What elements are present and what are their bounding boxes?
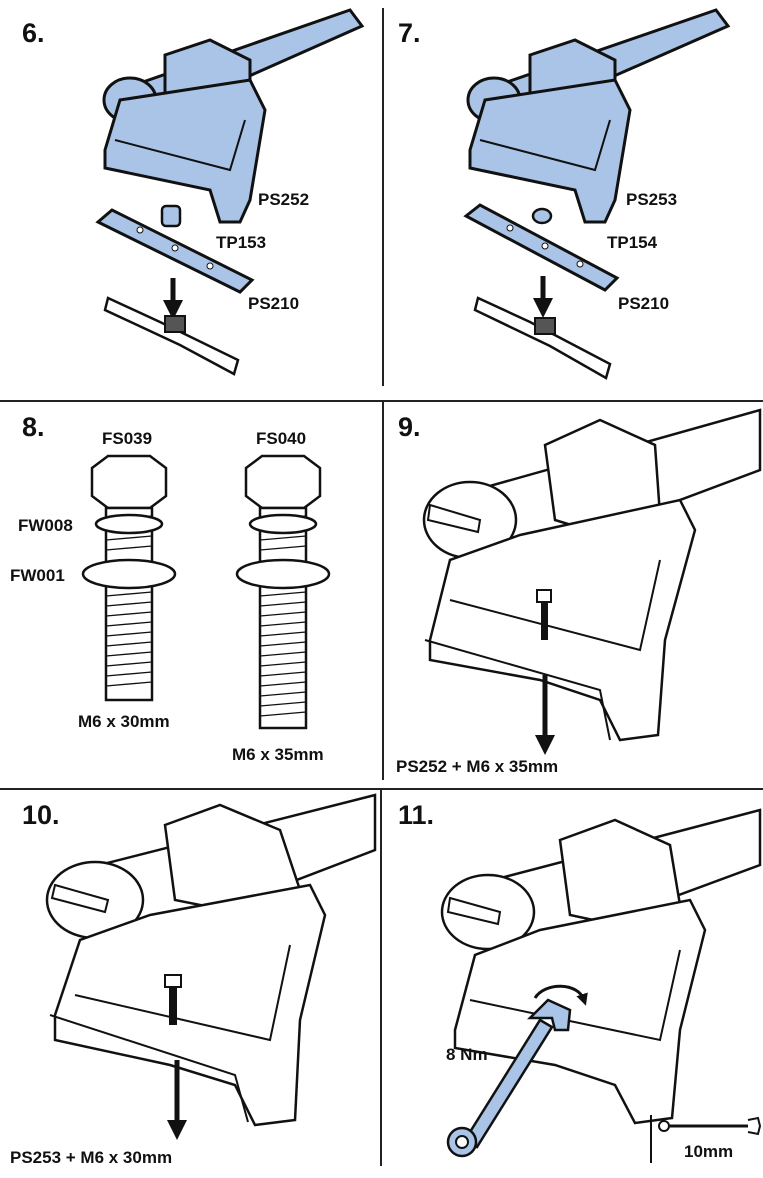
part-label-ps210: PS210 (248, 294, 300, 313)
adapter-plate-icon (95, 208, 255, 294)
small-spanner-icon (658, 1116, 762, 1136)
bolt-icon (536, 589, 552, 640)
step10-caption: PS253 + M6 x 30mm (10, 1148, 173, 1167)
step-number-6: 6. (22, 18, 45, 48)
size-label-35mm: M6 x 35mm (232, 745, 324, 764)
foot-pack-icon (468, 78, 632, 224)
step8-illustration (81, 454, 331, 730)
washer-label-fw001: FW001 (10, 566, 65, 585)
strap-clamp-icon (473, 296, 612, 380)
washer-label-fw008: FW008 (18, 516, 73, 535)
divider-vertical-bottom (380, 790, 382, 1166)
foot-pack-icon (424, 498, 697, 742)
step6-illustration (95, 8, 365, 376)
step11-illustration (440, 808, 762, 1163)
step-number-9: 9. (398, 412, 421, 442)
bolt-icon (164, 974, 182, 1025)
spanner-icon (446, 998, 572, 1158)
step-number-7: 7. (398, 18, 421, 48)
roof-bar-icon (45, 793, 377, 942)
step9-illustration (422, 408, 762, 755)
step-number-10: 10. (22, 800, 60, 830)
divider-horizontal-2 (0, 788, 763, 790)
spacer-icon (531, 207, 553, 225)
foot-pack-icon (103, 78, 267, 224)
foot-pack-icon (49, 883, 327, 1127)
step10-illustration (45, 793, 377, 1140)
bolt-label-fs040: FS040 (256, 429, 307, 448)
bolt-label-fs039: FS039 (102, 429, 153, 448)
step9-caption: PS252 + M6 x 35mm (396, 757, 559, 776)
tool-box-edge (650, 1115, 652, 1163)
spacer-icon (160, 204, 182, 228)
divider-vertical-mid (382, 402, 384, 780)
tool-size-label: 10mm (684, 1142, 734, 1161)
step7-illustration (463, 8, 731, 380)
adapter-plate-icon (463, 203, 620, 292)
part-label-tp154: TP154 (607, 233, 658, 252)
washer-icon (81, 558, 177, 590)
part-label-tp153: TP153 (216, 233, 267, 252)
part-label-ps252: PS252 (258, 190, 310, 209)
size-label-30mm: M6 x 30mm (78, 712, 170, 731)
bolt-icon (90, 454, 168, 702)
part-label-ps210-b: PS210 (618, 294, 670, 313)
rotation-arrow-icon (533, 984, 588, 1006)
step-number-8: 8. (22, 412, 45, 442)
washer-icon (235, 558, 331, 590)
part-label-ps253: PS253 (626, 190, 678, 209)
step-number-11: 11. (398, 800, 435, 830)
divider-vertical-top (382, 8, 384, 386)
strap-clamp-icon (103, 296, 240, 376)
bolt-icon (244, 454, 322, 730)
torque-label: 8 Nm (446, 1045, 488, 1064)
divider-horizontal-1 (0, 400, 763, 402)
washer-icon (94, 513, 164, 535)
washer-icon (248, 513, 318, 535)
